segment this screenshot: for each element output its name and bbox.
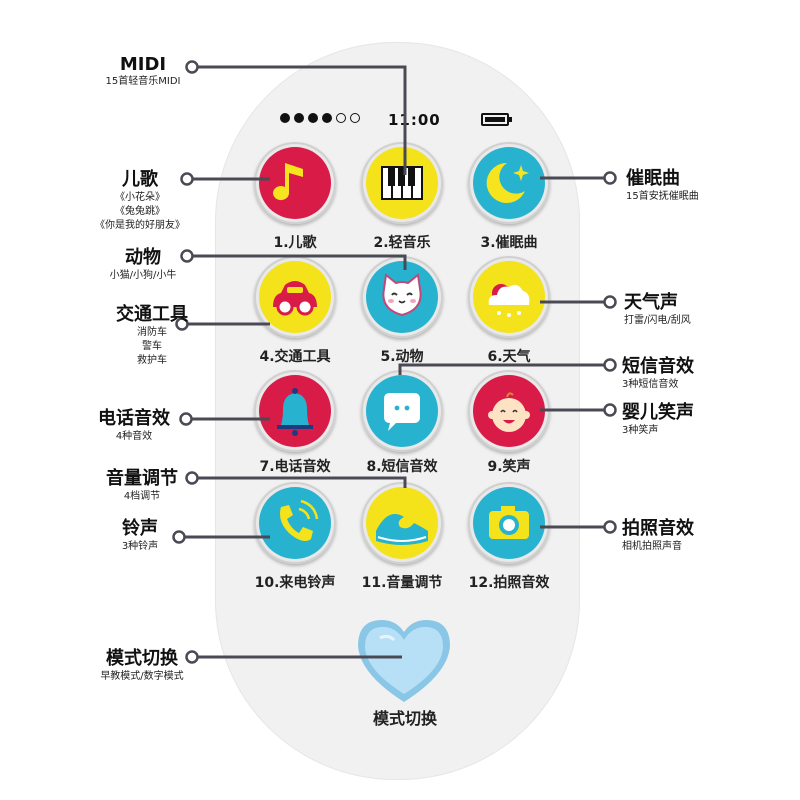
callout-detail: 小猫/小狗/小牛	[109, 270, 177, 281]
callout-detail: 早教模式/数字模式	[100, 671, 184, 682]
signal-indicator	[280, 113, 360, 123]
callout-ringtone: 铃声 3种铃声	[110, 514, 170, 554]
button-phone-sounds[interactable]	[254, 370, 336, 452]
callout-detail: 相机拍照声音	[622, 541, 682, 552]
signal-dot	[294, 113, 304, 123]
callout-vehicles: 交通工具 消防车 警车 救护车	[100, 300, 204, 368]
callout-title: 交通工具	[116, 304, 188, 325]
cat-face-icon	[382, 273, 422, 317]
callout-title: 婴儿笑声	[622, 402, 694, 423]
callout-sms-sounds: 短信音效 3种短信音效	[622, 352, 694, 392]
battery-icon	[481, 113, 512, 126]
callout-title: 音量调节	[106, 468, 178, 489]
callout-phone-sounds: 电话音效 4种音效	[86, 404, 182, 444]
signal-dot	[336, 113, 346, 123]
mode-switch-label: 模式切换	[372, 709, 437, 728]
moon-star-icon	[486, 162, 529, 203]
callout-title: 短信音效	[622, 356, 694, 377]
button-label: 3.催眠曲	[480, 235, 538, 251]
button-label: 11.音量调节	[361, 575, 443, 591]
cloud-rain-icon	[488, 284, 530, 317]
button-label: 5.动物	[380, 349, 424, 365]
button-sms-sounds[interactable]	[361, 370, 443, 452]
callout-detail: 4种音效	[115, 431, 153, 442]
callout-weather: 天气声 打雷/闪电/刮风	[624, 288, 691, 328]
button-label: 2.轻音乐	[373, 235, 431, 251]
button-weather[interactable]	[468, 256, 550, 338]
button-label: 10.来电铃声	[254, 575, 336, 591]
callout-volume: 音量调节 4档调节	[94, 464, 190, 504]
callout-detail: 15首轻音乐MIDI	[105, 76, 181, 87]
callout-title: 催眠曲	[626, 168, 680, 189]
music-note-icon	[273, 163, 303, 201]
button-laughter[interactable]	[468, 370, 550, 452]
callout-detail: 打雷/闪电/刮风	[624, 315, 691, 326]
callout-detail: 3种笑声	[622, 425, 659, 436]
button-label: 8.短信音效	[366, 459, 438, 475]
callout-detail: 消防车	[137, 327, 167, 338]
chat-bubble-icon	[384, 393, 420, 431]
phone-ring-icon	[280, 499, 319, 541]
heart-icon	[358, 620, 450, 702]
wave-icon	[376, 514, 428, 545]
button-camera-sound[interactable]	[468, 482, 550, 564]
callout-title: 儿歌	[122, 169, 158, 190]
baby-face-icon	[488, 392, 530, 432]
callout-detail: 15首安抚催眠曲	[626, 191, 699, 202]
button-light-music[interactable]	[361, 142, 443, 224]
button-volume[interactable]	[361, 482, 443, 564]
signal-dot	[280, 113, 290, 123]
callout-detail: 4档调节	[123, 491, 161, 502]
callout-detail: 《你是我的好朋友》	[95, 220, 185, 231]
callout-detail: 警车	[142, 341, 162, 352]
mode-switch-button[interactable]	[352, 612, 456, 708]
button-vehicles[interactable]	[254, 256, 336, 338]
button-animals[interactable]	[361, 256, 443, 338]
button-label: 4.交通工具	[259, 349, 331, 365]
callout-animals: 动物 小猫/小狗/小牛	[108, 243, 178, 283]
button-label: 6.天气	[487, 349, 531, 365]
callout-baby-laugh: 婴儿笑声 3种笑声	[622, 398, 694, 438]
signal-dot	[350, 113, 360, 123]
callout-mode-switch: 模式切换 早教模式/数字模式	[92, 644, 192, 684]
button-label: 9.笑声	[487, 459, 531, 475]
button-label: 12.拍照音效	[468, 575, 550, 591]
callout-title: 电话音效	[98, 408, 170, 429]
button-label: 7.电话音效	[259, 459, 331, 475]
callout-title: 拍照音效	[622, 518, 694, 539]
callout-title: 天气声	[624, 292, 678, 313]
camera-icon	[489, 506, 529, 539]
callout-midi: MIDI 15首轻音乐MIDI	[103, 54, 183, 89]
callout-detail: 3种铃声	[121, 541, 159, 552]
callout-title: 铃声	[122, 518, 158, 539]
status-time: 11:00	[388, 111, 441, 129]
button-children-songs[interactable]	[254, 142, 336, 224]
callout-detail: 救护车	[137, 355, 167, 366]
button-label: 1.儿歌	[273, 235, 317, 251]
bell-icon	[277, 388, 313, 436]
callout-detail: 《小花朵》	[115, 192, 165, 203]
button-ringtone[interactable]	[254, 482, 336, 564]
signal-dot	[322, 113, 332, 123]
callout-camera-sound: 拍照音效 相机拍照声音	[622, 514, 694, 554]
callout-children-songs: 儿歌 《小花朵》 《兔兔跳》 《你是我的好朋友》	[95, 165, 185, 233]
piano-keys-icon	[381, 166, 423, 200]
callout-lullaby: 催眠曲 15首安抚催眠曲	[626, 164, 699, 204]
button-lullaby[interactable]	[468, 142, 550, 224]
callout-detail: 《兔兔跳》	[115, 206, 165, 217]
signal-dot	[308, 113, 318, 123]
callout-title: 动物	[125, 247, 161, 268]
callout-title: MIDI	[119, 54, 167, 75]
callout-detail: 3种短信音效	[622, 379, 679, 390]
callout-title: 模式切换	[106, 648, 178, 669]
car-icon	[273, 281, 317, 316]
